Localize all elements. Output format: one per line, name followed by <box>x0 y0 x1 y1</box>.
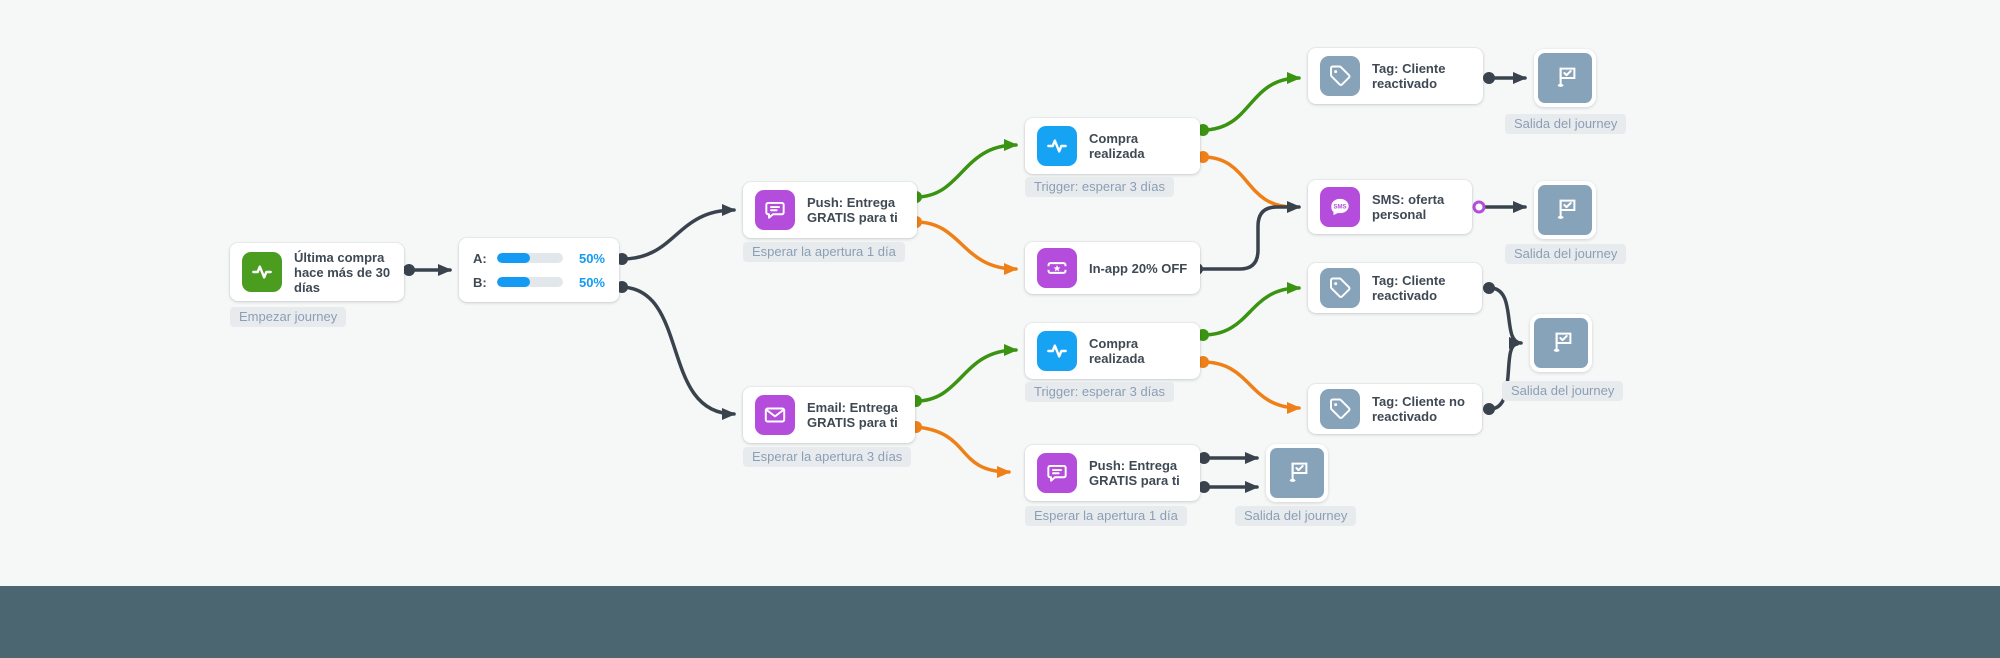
node-badge-compra-top: Trigger: esperar 3 días <box>1025 177 1175 197</box>
node-push-top[interactable]: Push: Entrega GRATIS para ti <box>743 182 917 238</box>
port-out-sms[interactable] <box>1472 200 1486 214</box>
node-title: Email: Entrega GRATIS para ti <box>807 400 899 430</box>
node-ab-split[interactable]: A: 50% B: 50% <box>459 238 619 302</box>
node-title: Compra realizada <box>1089 336 1145 366</box>
variant-b-bar <box>497 277 563 287</box>
edge-email-to-push-bottom <box>914 425 1011 478</box>
edge-compra-bottom-to-tag-noreact <box>1201 360 1301 414</box>
node-compra-bottom[interactable]: Compra realizada <box>1025 323 1200 379</box>
node-start-trigger[interactable]: Última compra hace más de 30 días <box>230 243 404 301</box>
tag-icon <box>1320 389 1360 429</box>
variant-b-percent: 50% <box>578 274 605 290</box>
node-sms[interactable]: SMS SMS: oferta personal <box>1308 180 1472 234</box>
split-variant-a: A: 50% <box>473 251 605 266</box>
node-title: In-app 20% OFF <box>1089 260 1188 276</box>
flag-check-icon <box>1538 185 1592 235</box>
node-badge-push-bottom: Esperar la apertura 1 día <box>1025 506 1187 526</box>
edge-inapp-to-sms <box>1195 201 1301 271</box>
node-title: Push: Entrega GRATIS para ti <box>807 195 898 225</box>
flag-check-icon <box>1534 318 1588 368</box>
split-variant-b: B: 50% <box>473 275 605 290</box>
exit-label-bottom: Salida del journey <box>1235 506 1357 526</box>
edge-push-top-to-compra-top <box>914 139 1018 199</box>
node-tag-react[interactable]: Tag: Cliente reactivado <box>1308 263 1482 313</box>
port-out-tag-react[interactable] <box>1483 282 1495 294</box>
edge-compra-top-to-sms <box>1201 155 1295 209</box>
port-out-tag-noreact[interactable] <box>1483 403 1495 415</box>
tag-icon <box>1320 56 1360 96</box>
node-email[interactable]: Email: Entrega GRATIS para ti <box>743 387 915 443</box>
node-badge-email: Esperar la apertura 3 días <box>743 447 912 467</box>
edge-push-top-to-inapp <box>914 220 1018 275</box>
exit-label-top: Salida del journey <box>1505 114 1627 134</box>
variant-a-percent: 50% <box>578 250 605 266</box>
node-title: Tag: Cliente reactivado <box>1372 61 1446 91</box>
node-badge-push-top: Esperar la apertura 1 día <box>743 242 905 262</box>
svg-text:SMS: SMS <box>1333 205 1346 211</box>
node-push-bottom[interactable]: Push: Entrega GRATIS para ti <box>1025 445 1200 501</box>
sms-bubble-icon: SMS <box>1320 187 1360 227</box>
envelope-icon <box>755 395 795 435</box>
edge-tag-react-to-exit-mid <box>1488 286 1523 349</box>
port-out-tag-top[interactable] <box>1483 72 1495 84</box>
ticket-icon <box>1037 248 1077 288</box>
flag-check-icon <box>1270 448 1324 498</box>
activity-icon <box>242 252 282 292</box>
node-exit-mid[interactable] <box>1530 314 1592 372</box>
edge-split-b-to-email <box>620 285 736 420</box>
page-footer-band <box>0 586 2000 658</box>
exit-label-mid: Salida del journey <box>1502 381 1624 401</box>
node-tag-top[interactable]: Tag: Cliente reactivado <box>1308 48 1483 104</box>
node-title: Última compra hace más de 30 días <box>294 249 391 295</box>
node-badge-start: Empezar journey <box>230 307 347 327</box>
tag-icon <box>1320 268 1360 308</box>
node-exit-sms[interactable] <box>1534 181 1596 239</box>
node-title: Tag: Cliente reactivado <box>1372 273 1446 303</box>
variant-a-label: A: <box>473 250 487 266</box>
variant-b-label: B: <box>473 274 487 290</box>
edge-email-to-compra-bottom <box>914 344 1018 403</box>
activity-icon <box>1037 331 1077 371</box>
node-inapp[interactable]: In-app 20% OFF <box>1025 242 1200 294</box>
node-title: SMS: oferta personal <box>1372 192 1445 222</box>
activity-icon <box>1037 126 1077 166</box>
variant-a-bar <box>497 253 563 263</box>
exit-label-sms: Salida del journey <box>1505 244 1627 264</box>
flag-check-icon <box>1538 53 1592 103</box>
node-tag-noreact[interactable]: Tag: Cliente no reactivado <box>1308 384 1482 434</box>
node-compra-top[interactable]: Compra realizada <box>1025 118 1200 174</box>
push-message-icon <box>755 190 795 230</box>
node-exit-bottom[interactable] <box>1266 444 1328 502</box>
edge-split-a-to-push-top <box>620 204 736 261</box>
node-title: Compra realizada <box>1089 131 1145 161</box>
port-out-start[interactable] <box>403 264 415 276</box>
node-title: Push: Entrega GRATIS para ti <box>1089 458 1180 488</box>
node-badge-compra-bottom: Trigger: esperar 3 días <box>1025 382 1175 402</box>
push-message-icon <box>1037 453 1077 493</box>
node-exit-top[interactable] <box>1534 49 1596 107</box>
node-title: Tag: Cliente no reactivado <box>1372 394 1465 424</box>
edge-compra-top-to-tag-top <box>1201 72 1301 132</box>
edge-compra-bottom-to-tag-react <box>1201 282 1301 337</box>
